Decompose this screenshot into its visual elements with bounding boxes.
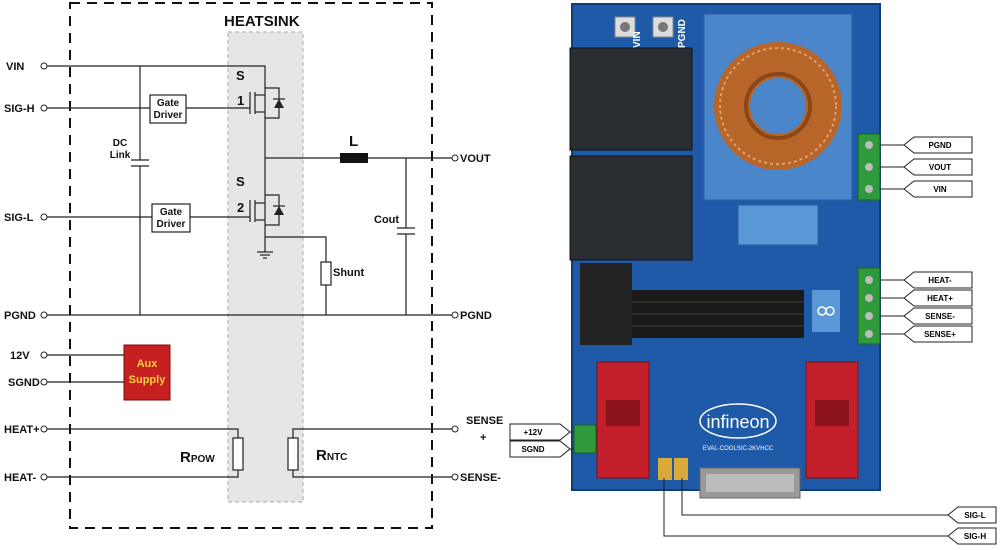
r-ntc-label: RNTC	[316, 447, 347, 464]
callout-heat-minus: HEAT-	[928, 276, 952, 285]
film-capacitor-top	[569, 47, 693, 151]
callouts-bottom: SIG-L SIG-H	[947, 506, 997, 545]
dc-link-line2: Link	[110, 150, 131, 161]
r-pow-label: RPOW	[180, 449, 215, 466]
toroid-inductor	[714, 42, 842, 170]
pin-vout: VOUT	[460, 153, 491, 165]
s1-label-n: 1	[237, 93, 244, 108]
cout-label: Cout	[374, 214, 399, 226]
terminal-block-sense	[857, 267, 881, 345]
callout-sense-minus: SENSE-	[925, 312, 955, 321]
r-pow-resistor	[232, 437, 244, 471]
pcb-board	[572, 4, 880, 490]
gate-driver-bottom-line1: Gate	[160, 207, 183, 218]
header-pgnd	[652, 16, 674, 38]
r-ntc-main: R	[316, 447, 327, 464]
gate-driver-top	[149, 94, 187, 124]
pin-sense-plus-1: SENSE	[466, 415, 503, 427]
header-vin	[614, 16, 636, 38]
schematic-diagram: HEATSINK VIN SIG-H SIG-L PGND 12V SGND H…	[4, 2, 503, 529]
gate-driver-bottom	[151, 203, 191, 233]
callout-vin: VIN	[933, 185, 947, 194]
callout-vout: VOUT	[929, 163, 951, 172]
pin-sig-l: SIG-L	[4, 212, 34, 224]
callout-sig-h: SIG-H	[964, 532, 986, 541]
infineon-logo-swoosh	[699, 403, 777, 439]
aux-supply-line1: Aux	[137, 358, 159, 370]
pin-sense-minus: SENSE-	[460, 472, 501, 484]
inductor-l	[340, 153, 368, 163]
pin-pgnd-right: PGND	[460, 310, 492, 322]
left-terminals	[40, 62, 48, 481]
callout-sense-plus: SENSE+	[924, 330, 956, 339]
pin-heat-plus: HEAT+	[4, 424, 40, 436]
right-terminals	[451, 154, 459, 481]
header-pgnd-label: PGND	[677, 19, 688, 48]
aux-supply-block	[123, 344, 171, 401]
dc-link-line1: DC	[113, 138, 127, 149]
mosfet-s2	[249, 194, 285, 226]
pin-vin: VIN	[6, 61, 24, 73]
aux-supply-line2: Supply	[129, 374, 167, 386]
s2-label-n: 2	[237, 200, 244, 215]
s1-label-s: S	[236, 68, 245, 83]
heatsink-label: HEATSINK	[224, 13, 300, 30]
s2-label-s: S	[236, 174, 245, 189]
shunt-label: Shunt	[333, 267, 364, 279]
gate-driver-bottom-line2: Driver	[157, 219, 186, 230]
gate-driver-top-line1: Gate	[157, 98, 180, 109]
schematic-wires	[47, 65, 452, 478]
gate-driver-top-line2: Driver	[154, 110, 183, 121]
infineon-logo: infineon	[706, 412, 769, 432]
terminal-block-aux	[573, 424, 597, 454]
callout-heat-plus: HEAT+	[927, 294, 953, 303]
terminal-block-power	[857, 133, 881, 201]
callout-lines	[570, 144, 948, 537]
pin-heat-minus: HEAT-	[4, 472, 37, 484]
mosfet-s1	[249, 87, 285, 119]
callout-pgnd: PGND	[928, 141, 951, 150]
r-ntc-resistor	[287, 437, 299, 471]
pin-pgnd-left: PGND	[4, 310, 36, 322]
heatsink-bar	[580, 263, 632, 345]
header-vin-label: VIN	[632, 31, 643, 48]
pin-12v: 12V	[10, 350, 30, 362]
callouts-right: PGND VOUT VIN HEAT- HEAT+ SENSE- SENSE+	[903, 136, 973, 343]
inductor-label: L	[349, 133, 358, 150]
board-name: EVAL-COOLSIC-2KVHCC	[703, 446, 774, 452]
bottom-connector	[699, 467, 801, 499]
sma-connector-sig-h	[658, 458, 672, 480]
shunt-resistor	[320, 261, 332, 286]
callout-sig-l: SIG-L	[964, 511, 985, 520]
r-pow-sub: POW	[191, 454, 215, 465]
gate-driver-board-left	[596, 361, 650, 479]
callout-sgnd: SGND	[521, 445, 544, 454]
sma-connector-sig-l	[674, 458, 688, 480]
pin-sgnd: SGND	[8, 377, 40, 389]
pin-sense-plus-2: +	[480, 432, 486, 444]
film-capacitor-bottom	[569, 155, 693, 261]
inductor-base	[703, 13, 853, 201]
r-pow-main: R	[180, 449, 191, 466]
pin-sig-h: SIG-H	[4, 103, 35, 115]
callout-12v: +12V	[524, 428, 544, 437]
gate-driver-board-right	[805, 361, 859, 479]
r-ntc-sub: NTC	[327, 452, 348, 463]
